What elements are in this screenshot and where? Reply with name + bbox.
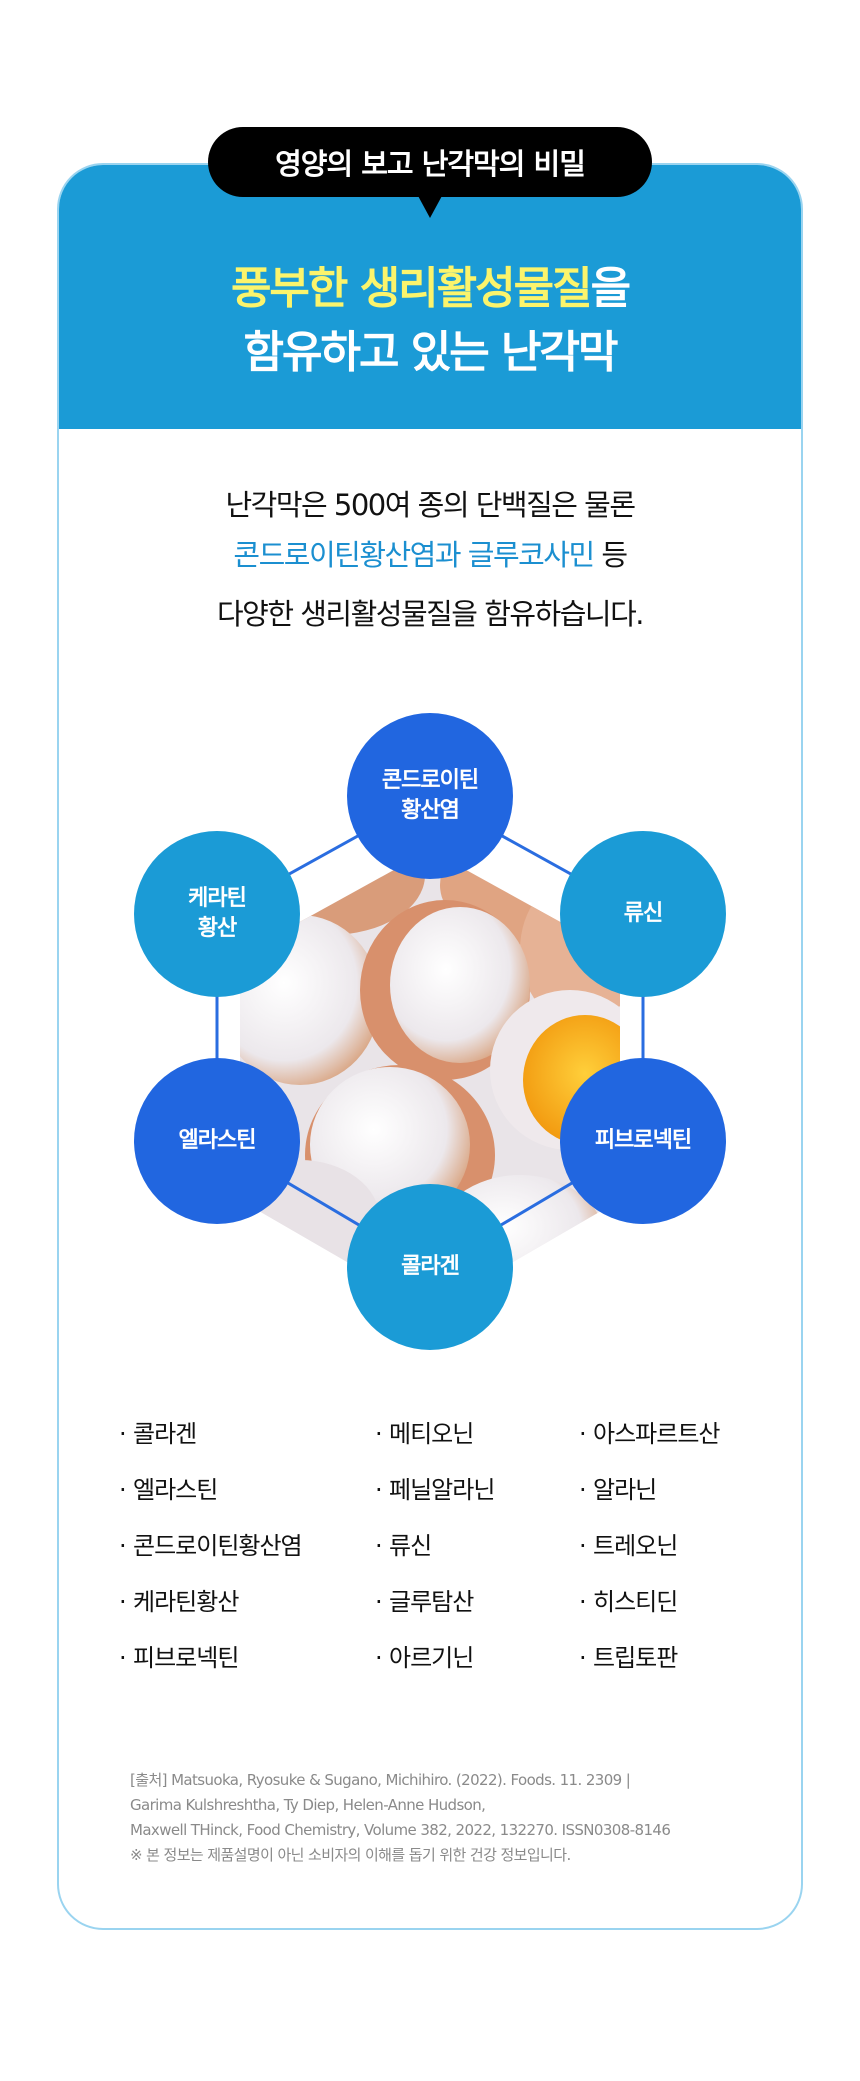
ingredient-name: 엘라스틴 xyxy=(133,1476,218,1504)
ingredient-name: 트립토판 xyxy=(593,1644,678,1672)
bullet: · xyxy=(119,1420,127,1448)
node-label: 류신 xyxy=(623,901,663,927)
ingredient-name: 글루탐산 xyxy=(389,1588,474,1616)
body-line1: 난각막은 500여 종의 단백질은 물론 xyxy=(225,488,636,522)
node-label: 황산염 xyxy=(401,798,460,823)
bullet: · xyxy=(579,1476,587,1504)
node-label: 콘드로이틴 xyxy=(381,768,479,794)
node-elastin: 엘라스틴 xyxy=(134,1058,300,1224)
ingredient-name: 메티오닌 xyxy=(389,1420,474,1448)
ingredient-name: 류신 xyxy=(389,1532,432,1560)
ingredient-item: ·트레오닌 xyxy=(579,1526,678,1561)
ingredient-item: ·콜라겐 xyxy=(119,1414,197,1449)
ingredient-item: ·아스파르트산 xyxy=(579,1414,720,1449)
headline-line2: 함유하고 있는 난각막 xyxy=(243,327,619,378)
ingredient-item: ·류신 xyxy=(375,1526,432,1561)
disclaimer-note: ※ 본 정보는 제품설명이 아닌 소비자의 이해를 돕기 위한 건강 정보입니다… xyxy=(130,1846,571,1864)
ingredient-item: ·엘라스틴 xyxy=(119,1470,218,1505)
ingredient-item: ·메티오닌 xyxy=(375,1414,474,1449)
bullet: · xyxy=(375,1588,383,1616)
headline-line1: 풍부한 생리활성물질을 xyxy=(0,252,860,316)
source-citation: [출처] Matsuoka, Ryosuke & Sugano, Michihi… xyxy=(130,1768,671,1868)
node-label: 엘라스틴 xyxy=(178,1128,257,1154)
bullet: · xyxy=(579,1420,587,1448)
bullet: · xyxy=(579,1644,587,1672)
ingredient-name: 알라닌 xyxy=(593,1476,657,1504)
bubble-label: 영양의 보고 난각막의 비밀 xyxy=(275,147,586,181)
source-line: Maxwell THinck, Food Chemistry, Volume 3… xyxy=(130,1821,671,1839)
node-label: 황산 xyxy=(197,916,237,941)
body-highlight: 콘드로이틴황산염과 글루코사민 xyxy=(233,538,595,572)
bullet: · xyxy=(119,1476,127,1504)
node-collagen: 콜라겐 xyxy=(347,1184,513,1350)
body-line3: 다양한 생리활성물질을 함유하습니다. xyxy=(216,597,645,631)
headline-highlight: 풍부한 생리활성물질 xyxy=(230,263,593,314)
bullet: · xyxy=(579,1588,587,1616)
ingredient-item: ·알라닌 xyxy=(579,1470,657,1505)
bullet: · xyxy=(119,1532,127,1560)
ingredient-item: ·케라틴황산 xyxy=(119,1582,239,1617)
ingredient-name: 트레오닌 xyxy=(593,1532,678,1560)
ingredient-item: ·히스티딘 xyxy=(579,1582,678,1617)
node-fibronectin: 피브로넥틴 xyxy=(560,1058,726,1224)
bullet: · xyxy=(375,1532,383,1560)
headline-rest: 을 xyxy=(590,263,632,314)
ingredient-item: ·페닐알라닌 xyxy=(375,1470,495,1505)
bullet: · xyxy=(119,1588,127,1616)
bullet: · xyxy=(579,1532,587,1560)
ingredient-name: 아스파르트산 xyxy=(593,1420,720,1448)
source-line: Garima Kulshreshtha, Ty Diep, Helen-Anne… xyxy=(130,1796,486,1814)
node-leucine: 류신 xyxy=(560,831,726,997)
ingredient-name: 케라틴황산 xyxy=(133,1588,239,1616)
speech-bubble-tip xyxy=(417,194,443,218)
body-line2: 콘드로이틴황산염과 글루코사민 등 xyxy=(0,532,860,574)
ingredient-name: 콘드로이틴황산염 xyxy=(133,1532,303,1560)
ingredient-item: ·콘드로이틴황산염 xyxy=(119,1526,303,1561)
ingredient-name: 아르기닌 xyxy=(389,1644,474,1672)
bullet: · xyxy=(375,1476,383,1504)
node-label: 케라틴 xyxy=(188,886,247,912)
bullet: · xyxy=(119,1644,127,1672)
ingredient-name: 페닐알라닌 xyxy=(389,1476,495,1504)
ingredient-item: ·트립토판 xyxy=(579,1638,678,1673)
node-label: 콜라겐 xyxy=(401,1254,460,1280)
ingredient-name: 히스티딘 xyxy=(593,1588,678,1616)
bullet: · xyxy=(375,1644,383,1672)
body-rest: 등 xyxy=(593,538,628,572)
bullet: · xyxy=(375,1420,383,1448)
node-label: 피브로넥틴 xyxy=(594,1128,692,1154)
ingredient-item: ·아르기닌 xyxy=(375,1638,474,1673)
ingredient-name: 피브로넥틴 xyxy=(133,1644,239,1672)
ingredient-item: ·피브로넥틴 xyxy=(119,1638,239,1673)
ingredient-name: 콜라겐 xyxy=(133,1420,197,1448)
source-line: [출처] Matsuoka, Ryosuke & Sugano, Michihi… xyxy=(130,1771,631,1789)
ingredient-item: ·글루탐산 xyxy=(375,1582,474,1617)
speech-bubble: 영양의 보고 난각막의 비밀 xyxy=(208,127,652,197)
